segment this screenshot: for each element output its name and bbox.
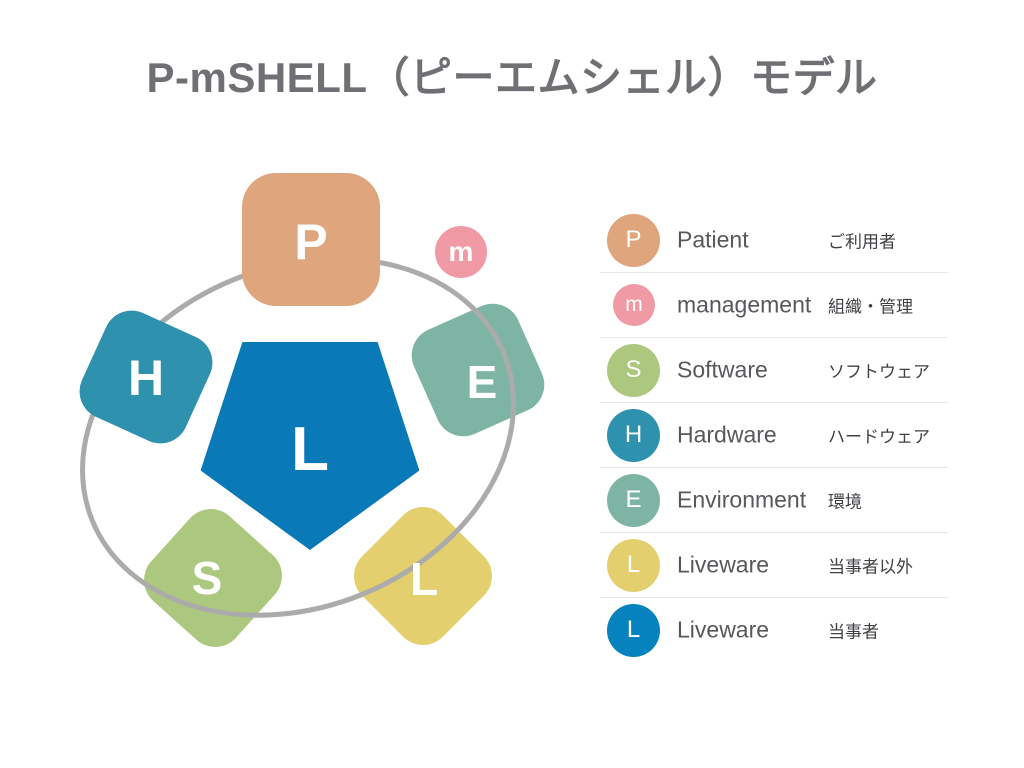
node-liveware-outer-shape <box>353 506 493 646</box>
legend-row: m management 組織・管理 <box>600 272 948 337</box>
legend-jp-label: 環境 <box>828 492 862 512</box>
legend-symbol-badge: P <box>607 213 660 267</box>
legend-en-label: Patient <box>677 226 749 253</box>
legend-row: S Software ソフトウェア <box>600 337 948 402</box>
node-environment-label: E <box>467 356 498 408</box>
legend-symbol-badge: m <box>613 284 655 326</box>
node-liveware-center-shape <box>200 342 420 550</box>
orbit-ring <box>80 256 516 618</box>
node-patient-label: P <box>294 214 327 270</box>
legend-en-label: Liveware <box>677 616 770 643</box>
node-software-shape <box>144 509 282 647</box>
node-liveware-outer-label: L <box>410 553 438 605</box>
legend-row: L Liveware 当事者 <box>600 597 948 662</box>
node-software-label: S <box>192 552 223 604</box>
legend-jp-label: ハードウェア <box>828 427 930 447</box>
node-hardware-shape <box>79 310 213 444</box>
legend-jp-label: 当事者以外 <box>828 557 913 577</box>
legend-symbol-badge: L <box>607 603 660 657</box>
legend-jp-label: 当事者 <box>828 622 879 642</box>
node-hardware-label: H <box>128 350 164 406</box>
node-management-shape <box>435 226 487 278</box>
legend-jp-label: ご利用者 <box>828 232 896 252</box>
legend-jp-label: ソフトウェア <box>828 362 930 382</box>
legend-en-label: Hardware <box>677 421 777 448</box>
legend-row: L Liveware 当事者以外 <box>600 532 948 597</box>
legend-symbol-badge: L <box>607 538 660 592</box>
node-patient-shape <box>242 173 380 306</box>
legend-symbol-badge: S <box>607 343 660 397</box>
legend-en-label: Environment <box>677 486 807 513</box>
legend-row: P Patient ご利用者 <box>600 208 948 272</box>
page-title: P-mSHELL（ピーエムシェル）モデル <box>146 54 878 101</box>
legend-symbol-badge: E <box>607 473 660 527</box>
node-liveware-center-label: L <box>291 415 329 484</box>
legend-symbol-badge: H <box>607 408 660 462</box>
legend-en-label: Liveware <box>677 551 770 578</box>
legend-row: E Environment 環境 <box>600 467 948 532</box>
legend-row: H Hardware ハードウェア <box>600 402 948 467</box>
legend-en-label: management <box>677 291 812 318</box>
node-management-label: m <box>449 236 474 267</box>
legend-en-label: Software <box>677 356 768 383</box>
legend: P Patient ご利用者 m management 組織・管理 S Software ソフト… <box>600 208 948 662</box>
legend-jp-label: 組織・管理 <box>828 297 913 317</box>
